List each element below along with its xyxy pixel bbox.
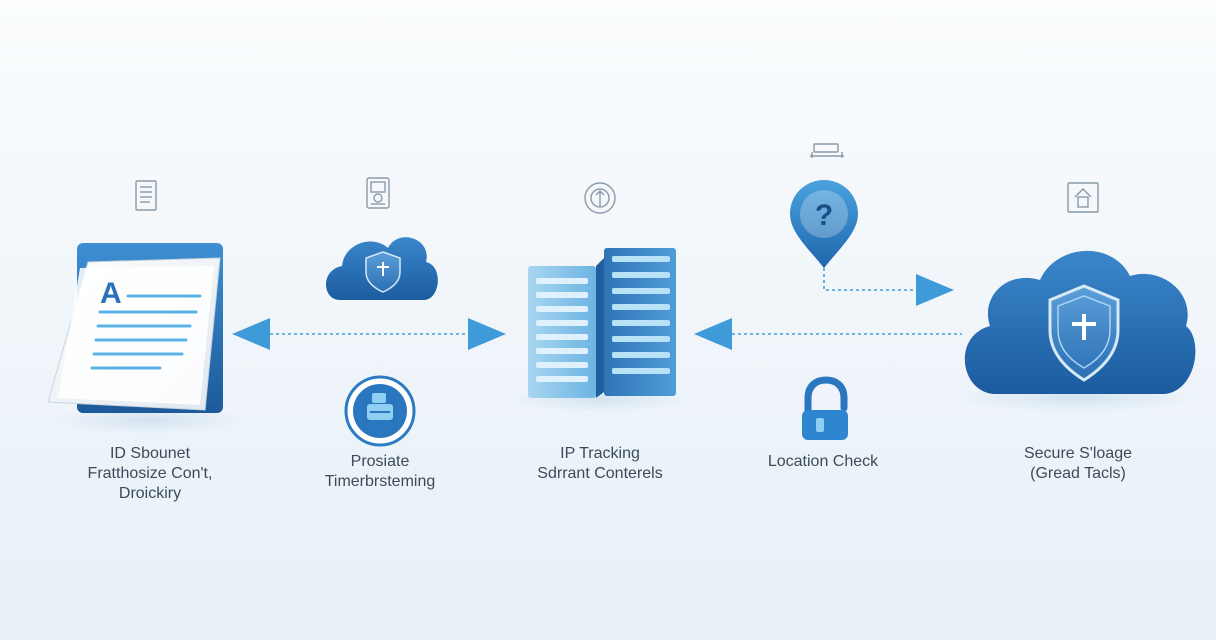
arrow-pin-to-cloud (823, 268, 954, 306)
bed-icon (810, 143, 844, 158)
fingerprint-icon (584, 182, 616, 214)
svg-text:A: A (100, 277, 122, 310)
node-label-secure-storage: Secure S'loage (Gread Tacls) (968, 444, 1188, 484)
node-label-line: Droickiry (118, 485, 182, 502)
stamp-circle-icon (344, 375, 416, 447)
node-label-line: Secure S'loage (1023, 445, 1132, 462)
padlock-icon (802, 376, 848, 440)
node-label-location: Location Check (713, 452, 933, 472)
double-arrow-left (232, 318, 506, 350)
node-label-line: Location Check (767, 453, 879, 470)
badge-icon (366, 177, 390, 209)
node-label-line: Fratthosize Con't, (87, 465, 213, 482)
shield-cloud-icon (326, 237, 438, 300)
location-pin-icon: ? (790, 180, 858, 268)
document-icon: A (47, 243, 223, 413)
node-label-line: IP Tracking (560, 445, 640, 462)
node-label-line: (Gread Tacls) (1030, 465, 1126, 482)
node-label-line: Timerbrsteming (324, 473, 436, 490)
server-icon (528, 248, 676, 398)
checklist-icon (135, 180, 157, 211)
node-label-document: ID Sbounet Fratthosize Con't, Droickiry (40, 444, 260, 504)
node-label-line: Sdrrant Conterels (537, 465, 663, 482)
node-label-ip-tracking: IP Tracking Sdrrant Conterels (490, 444, 710, 484)
shield-cloud-large-icon (964, 250, 1196, 394)
arrow-to-server (694, 318, 962, 350)
home-frame-icon (1067, 182, 1099, 213)
node-label-line: Prosiate (350, 453, 410, 470)
node-label-privacy: Prosiate Timerbrsteming (270, 452, 490, 492)
pin-glyph: ? (815, 199, 833, 232)
node-label-line: ID Sbounet (109, 445, 191, 462)
